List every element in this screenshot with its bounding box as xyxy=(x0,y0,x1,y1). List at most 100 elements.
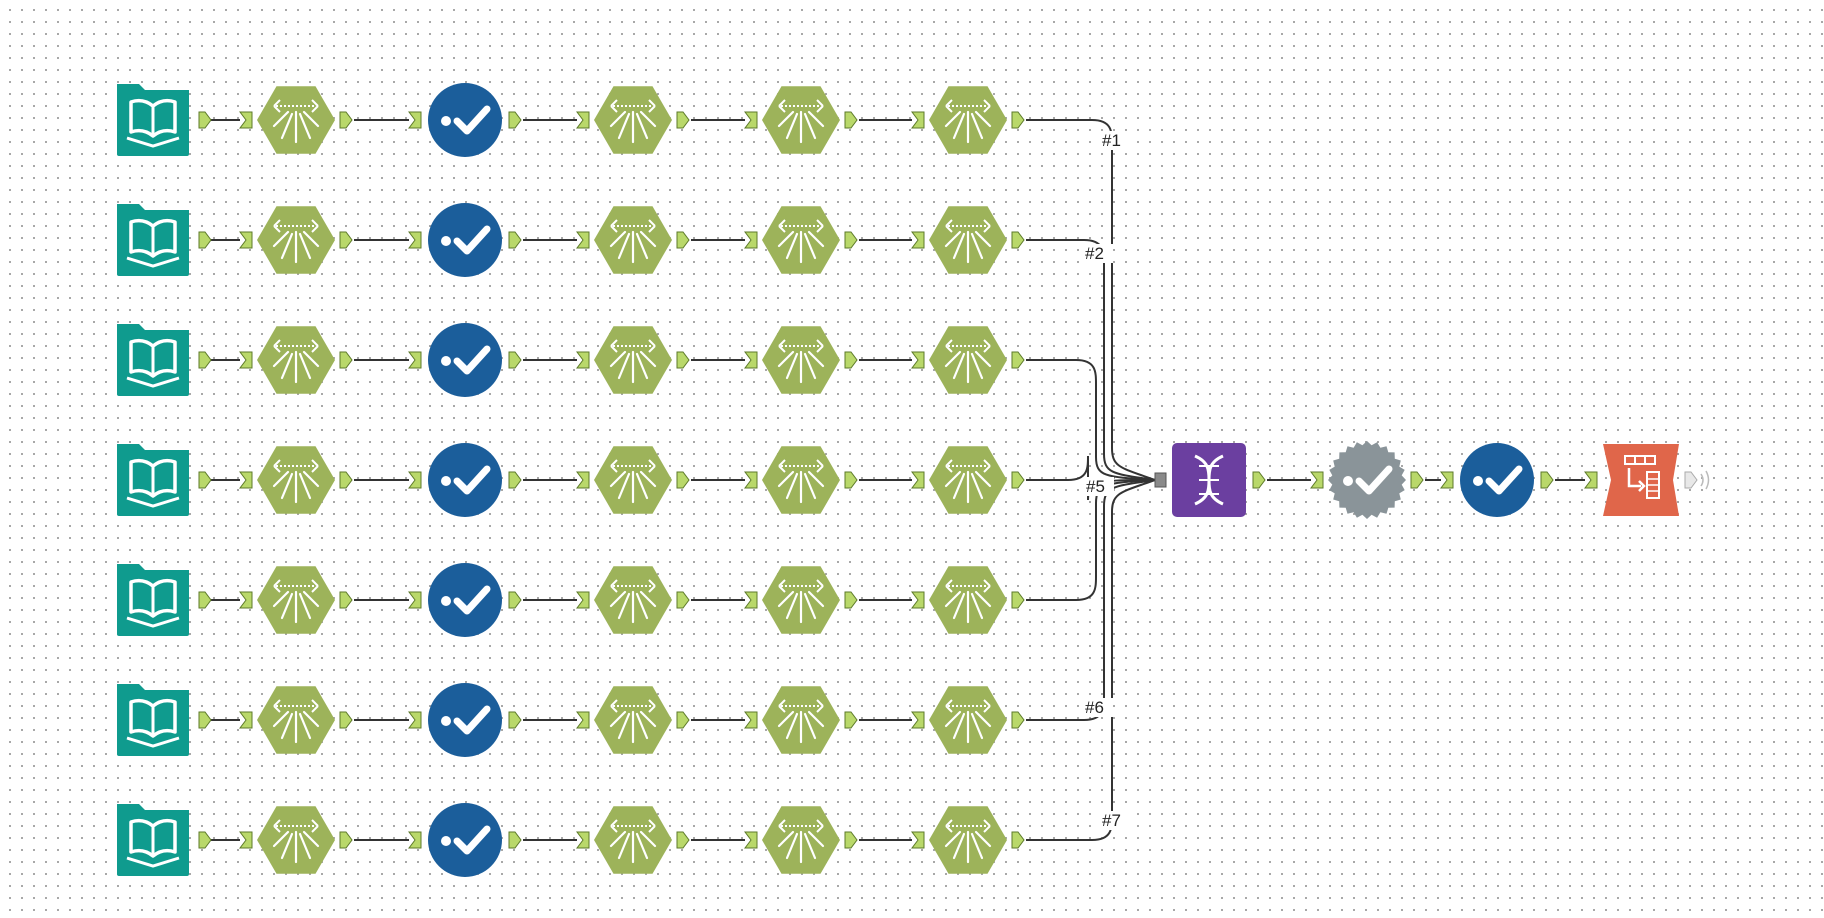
text-to-columns-icon[interactable] xyxy=(911,806,1025,874)
input-anchor[interactable] xyxy=(239,831,253,849)
output-anchor[interactable] xyxy=(844,111,858,129)
input-anchor[interactable] xyxy=(239,711,253,729)
browse-icon[interactable] xyxy=(1584,444,1710,516)
output-anchor[interactable] xyxy=(1684,471,1698,489)
output-anchor[interactable] xyxy=(844,231,858,249)
output-anchor[interactable] xyxy=(1011,111,1025,129)
output-anchor[interactable] xyxy=(676,831,690,849)
connection-wire[interactable] xyxy=(1026,359,1156,481)
text-to-columns-icon[interactable] xyxy=(576,806,690,874)
input-data-icon[interactable] xyxy=(117,804,212,876)
output-anchor[interactable] xyxy=(198,591,212,609)
input-data-icon[interactable] xyxy=(117,684,212,756)
text-to-columns-icon[interactable] xyxy=(576,326,690,394)
text-to-columns-icon[interactable] xyxy=(911,206,1025,274)
output-anchor[interactable] xyxy=(1011,351,1025,369)
output-anchor[interactable] xyxy=(1540,471,1554,489)
output-anchor[interactable] xyxy=(1011,471,1025,489)
input-anchor[interactable] xyxy=(1440,471,1454,489)
input-data-icon[interactable] xyxy=(117,204,212,276)
input-anchor[interactable] xyxy=(239,471,253,489)
input-anchor[interactable] xyxy=(576,351,590,369)
output-anchor[interactable] xyxy=(508,111,522,129)
output-anchor[interactable] xyxy=(1410,471,1424,489)
text-to-columns-icon[interactable] xyxy=(744,446,858,514)
output-anchor[interactable] xyxy=(844,591,858,609)
text-to-columns-icon[interactable] xyxy=(239,686,353,754)
input-anchor[interactable] xyxy=(239,111,253,129)
connection-wire[interactable] xyxy=(1026,119,1156,481)
text-to-columns-icon[interactable] xyxy=(239,206,353,274)
output-anchor[interactable] xyxy=(676,111,690,129)
text-to-columns-icon[interactable] xyxy=(744,806,858,874)
connection-wire[interactable] xyxy=(1026,455,1156,501)
input-anchor[interactable] xyxy=(744,111,758,129)
connection-wire[interactable] xyxy=(1026,239,1156,481)
input-anchor[interactable] xyxy=(576,471,590,489)
input-anchor[interactable] xyxy=(576,231,590,249)
output-anchor[interactable] xyxy=(676,591,690,609)
output-anchor[interactable] xyxy=(508,351,522,369)
output-anchor[interactable] xyxy=(198,111,212,129)
connection-wire[interactable] xyxy=(1026,479,1156,721)
input-anchor[interactable] xyxy=(576,591,590,609)
text-to-columns-icon[interactable] xyxy=(576,566,690,634)
output-anchor[interactable] xyxy=(339,471,353,489)
input-anchor[interactable] xyxy=(576,111,590,129)
output-anchor[interactable] xyxy=(844,711,858,729)
text-to-columns-icon[interactable] xyxy=(239,806,353,874)
output-anchor[interactable] xyxy=(1011,711,1025,729)
input-anchor[interactable] xyxy=(408,471,422,489)
auto-field-icon[interactable] xyxy=(1310,441,1424,519)
output-anchor[interactable] xyxy=(508,831,522,849)
input-anchor[interactable] xyxy=(239,351,253,369)
output-anchor[interactable] xyxy=(339,831,353,849)
input-anchor[interactable] xyxy=(239,231,253,249)
input-anchor[interactable] xyxy=(1584,471,1598,489)
input-anchor[interactable] xyxy=(576,831,590,849)
output-anchor[interactable] xyxy=(339,711,353,729)
output-anchor[interactable] xyxy=(844,831,858,849)
text-to-columns-icon[interactable] xyxy=(239,446,353,514)
text-to-columns-icon[interactable] xyxy=(911,86,1025,154)
text-to-columns-icon[interactable] xyxy=(744,566,858,634)
input-anchor[interactable] xyxy=(576,711,590,729)
input-anchor[interactable] xyxy=(911,711,925,729)
output-anchor[interactable] xyxy=(508,591,522,609)
input-anchor[interactable] xyxy=(744,231,758,249)
input-anchor[interactable] xyxy=(408,591,422,609)
input-anchor[interactable] xyxy=(408,231,422,249)
connection-wire[interactable] xyxy=(1026,479,1156,601)
input-anchor[interactable] xyxy=(911,471,925,489)
input-anchor[interactable] xyxy=(744,711,758,729)
input-data-icon[interactable] xyxy=(117,84,212,156)
input-anchor[interactable] xyxy=(408,351,422,369)
output-anchor[interactable] xyxy=(844,471,858,489)
input-data-icon[interactable] xyxy=(117,564,212,636)
select-icon[interactable] xyxy=(408,803,522,877)
text-to-columns-icon[interactable] xyxy=(744,326,858,394)
output-anchor[interactable] xyxy=(198,831,212,849)
output-anchor[interactable] xyxy=(198,351,212,369)
output-anchor[interactable] xyxy=(198,711,212,729)
output-anchor[interactable] xyxy=(676,471,690,489)
input-anchor[interactable] xyxy=(744,351,758,369)
text-to-columns-icon[interactable] xyxy=(744,206,858,274)
input-anchor[interactable] xyxy=(911,351,925,369)
output-anchor[interactable] xyxy=(339,231,353,249)
text-to-columns-icon[interactable] xyxy=(576,86,690,154)
text-to-columns-icon[interactable] xyxy=(239,566,353,634)
output-anchor[interactable] xyxy=(1252,471,1266,489)
output-anchor[interactable] xyxy=(339,351,353,369)
text-to-columns-icon[interactable] xyxy=(911,326,1025,394)
text-to-columns-icon[interactable] xyxy=(239,86,353,154)
output-anchor[interactable] xyxy=(1011,231,1025,249)
input-anchor[interactable] xyxy=(1310,471,1324,489)
text-to-columns-icon[interactable] xyxy=(911,446,1025,514)
select-icon[interactable] xyxy=(408,203,522,277)
input-anchor[interactable] xyxy=(911,231,925,249)
text-to-columns-icon[interactable] xyxy=(744,686,858,754)
output-anchor[interactable] xyxy=(339,591,353,609)
output-anchor[interactable] xyxy=(198,231,212,249)
